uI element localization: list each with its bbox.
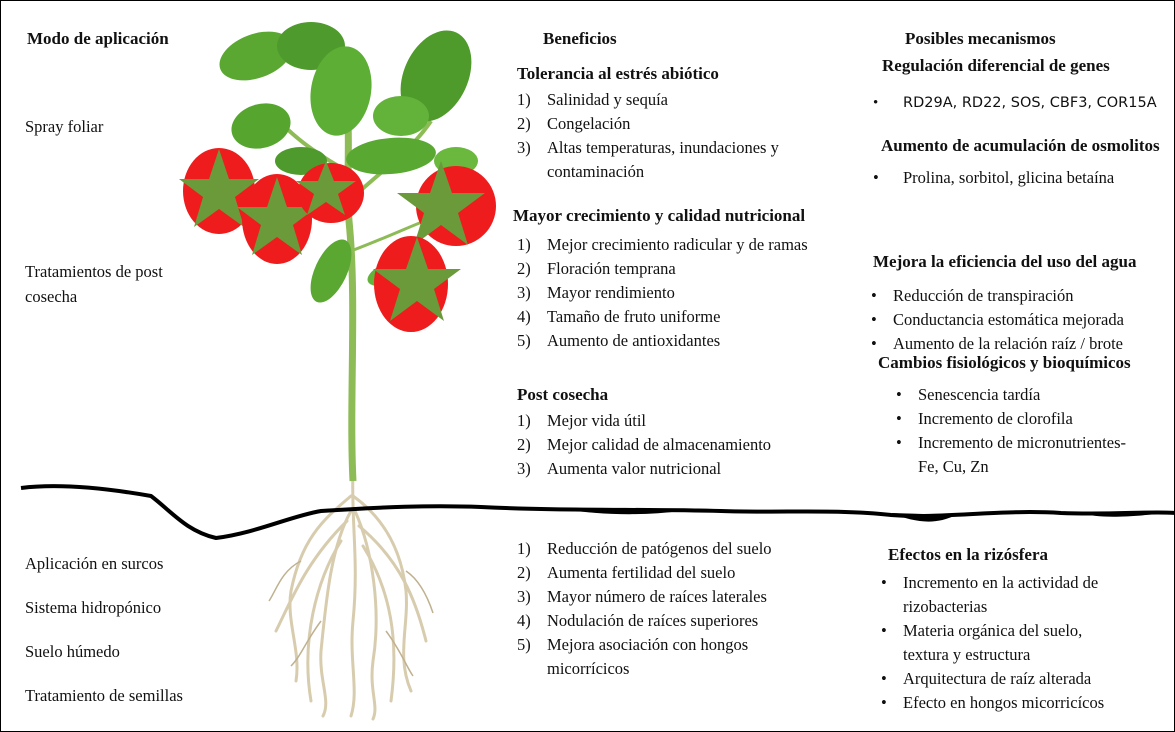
mech-rhizosphere-title: Efectos en la rizósfera xyxy=(888,545,1048,565)
mech-genes-item: •RD29A, RD22, SOS, CBF3, COR15A xyxy=(873,95,1157,112)
list-item: •Reducción de transpiración xyxy=(871,284,1124,308)
mech-rhizosphere-list: •Incremento en la actividad de rizobacte… xyxy=(881,571,1104,715)
list-item: 5)Mejora asociación con hongos xyxy=(517,633,772,657)
middle-title: Beneficios xyxy=(543,29,617,49)
list-item: 2)Aumenta fertilidad del suelo xyxy=(517,561,772,585)
list-item: 5)Aumento de antioxidantes xyxy=(517,329,808,353)
list-item-continuation: Fe, Cu, Zn xyxy=(896,455,1126,479)
app-mode-below-1: Aplicación en surcos xyxy=(25,554,163,574)
stem xyxy=(346,91,353,481)
right-title: Posibles mecanismos xyxy=(905,29,1056,49)
list-item: 3)Aumenta valor nutricional xyxy=(517,457,771,481)
list-item: •Arquitectura de raíz alterada xyxy=(881,667,1104,691)
app-mode-above-2: Tratamientos de post xyxy=(25,262,163,282)
leaf xyxy=(226,97,295,155)
list-item: 3)Mayor número de raíces laterales xyxy=(517,585,772,609)
list-item: 1)Reducción de patógenos del suelo xyxy=(517,537,772,561)
benefit-postharvest-list: 1)Mejor vida útil 2)Mejor calidad de alm… xyxy=(517,409,771,481)
benefit-growth-list: 1)Mejor crecimiento radicular y de ramas… xyxy=(517,233,808,353)
app-mode-above-3: cosecha xyxy=(25,287,77,307)
list-item: •Incremento de clorofila xyxy=(896,407,1126,431)
mech-osmolytes-item: •Prolina, sorbitol, glicina betaína xyxy=(873,168,1114,188)
mech-physio-title: Cambios fisiológicos y bioquímicos xyxy=(878,353,1131,373)
list-item: 1)Mejor crecimiento radicular y de ramas xyxy=(517,233,808,257)
benefit-growth-title: Mayor crecimiento y calidad nutricional xyxy=(513,206,805,226)
app-mode-below-3: Suelo húmedo xyxy=(25,642,120,662)
list-item: 2)Congelación xyxy=(517,112,779,136)
list-item: 3)Altas temperaturas, inundaciones y xyxy=(517,136,779,160)
fruits xyxy=(179,148,496,332)
benefit-abiotic-title: Tolerancia al estrés abiótico xyxy=(517,64,719,84)
mech-physio-list: •Senescencia tardía •Incremento de cloro… xyxy=(896,383,1126,479)
list-item: 3)Mayor rendimiento xyxy=(517,281,808,305)
benefit-soil-list: 1)Reducción de patógenos del suelo 2)Aum… xyxy=(517,537,772,681)
mech-water-list: •Reducción de transpiración •Conductanci… xyxy=(871,284,1124,356)
list-item: •Incremento de micronutrientes- xyxy=(896,431,1126,455)
list-item: 4)Tamaño de fruto uniforme xyxy=(517,305,808,329)
app-mode-below-4: Tratamiento de semillas xyxy=(25,686,183,706)
mech-genes-title: Regulación diferencial de genes xyxy=(882,56,1110,76)
root-strand xyxy=(363,546,394,701)
list-item: 2)Floración temprana xyxy=(517,257,808,281)
list-item: 2)Mejor calidad de almacenamiento xyxy=(517,433,771,457)
list-item-continuation: micorrícicos xyxy=(517,657,772,681)
tomato xyxy=(373,236,461,332)
list-item: •Materia orgánica del suelo, xyxy=(881,619,1104,643)
tomato xyxy=(397,161,496,246)
list-item-continuation: contaminación xyxy=(517,160,779,184)
list-item: •Incremento en la actividad de xyxy=(881,571,1104,595)
left-title: Modo de aplicación xyxy=(27,29,169,49)
list-item-continuation: textura y estructura xyxy=(881,643,1104,667)
list-item: •Senescencia tardía xyxy=(896,383,1126,407)
app-mode-above-1: Spray foliar xyxy=(25,117,103,137)
list-item-continuation: rizobacterias xyxy=(881,595,1104,619)
root-strand xyxy=(321,511,351,716)
root-strand xyxy=(355,511,376,719)
benefit-abiotic-list: 1)Salinidad y sequía 2)Congelación 3)Alt… xyxy=(517,88,779,184)
list-item: •Efecto en hongos micorricícos xyxy=(881,691,1104,715)
list-item: 1)Mejor vida útil xyxy=(517,409,771,433)
list-item: •Conductancia estomática mejorada xyxy=(871,308,1124,332)
mech-water-title: Mejora la eficiencia del uso del agua xyxy=(873,252,1136,272)
leaf xyxy=(373,96,429,136)
benefit-postharvest-title: Post cosecha xyxy=(517,385,608,405)
leaf xyxy=(345,134,438,178)
mech-osmolytes-title: Aumento de acumulación de osmolitos xyxy=(881,136,1160,156)
list-item: 4)Nodulación de raíces superiores xyxy=(517,609,772,633)
list-item: 1)Salinidad y sequía xyxy=(517,88,779,112)
app-mode-below-2: Sistema hidropónico xyxy=(25,598,161,618)
